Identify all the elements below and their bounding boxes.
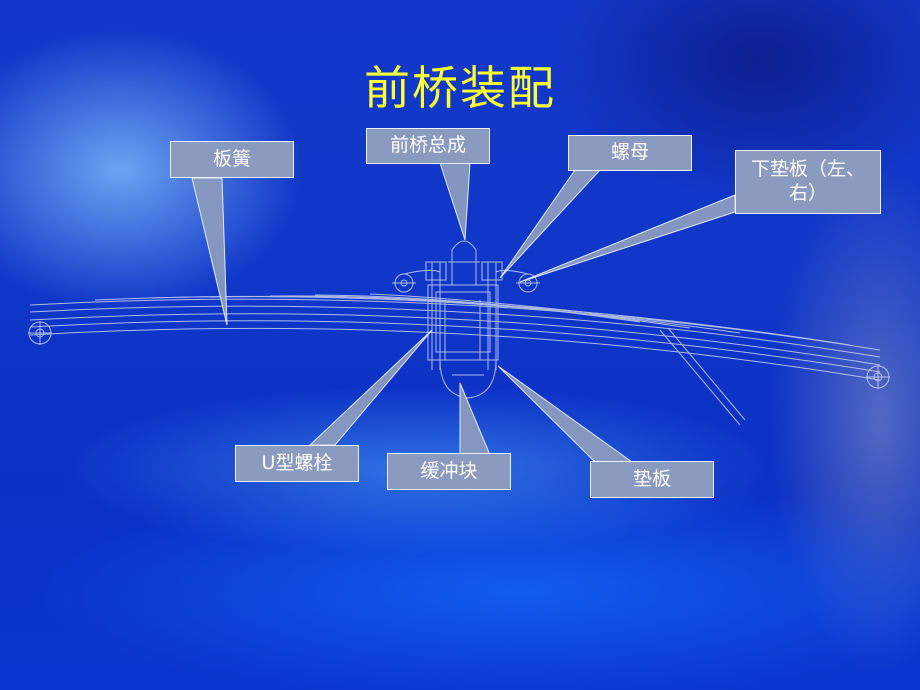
pointer-u-bolt — [308, 329, 433, 446]
label-lower-pad: 下垫板（左、右） — [735, 150, 881, 214]
label-bumper-block: 缓冲块 — [387, 453, 511, 490]
page-title: 前桥装配 — [364, 61, 556, 115]
label-leaf-spring: 板簧 — [170, 141, 294, 178]
pointer-bumper-block — [459, 382, 491, 456]
pointer-front-axle-assembly — [439, 162, 471, 241]
pointer-nut — [499, 169, 602, 279]
callout-pointers — [191, 162, 736, 463]
leaf-spring-drawing — [28, 240, 890, 426]
pointer-pad — [497, 365, 634, 463]
label-u-bolt: U型螺栓 — [235, 445, 359, 482]
label-pad: 垫板 — [590, 461, 714, 498]
label-front-axle-assembly: 前桥总成 — [366, 128, 490, 164]
pointer-leaf-spring — [191, 177, 228, 326]
label-nut: 螺母 — [568, 135, 692, 171]
